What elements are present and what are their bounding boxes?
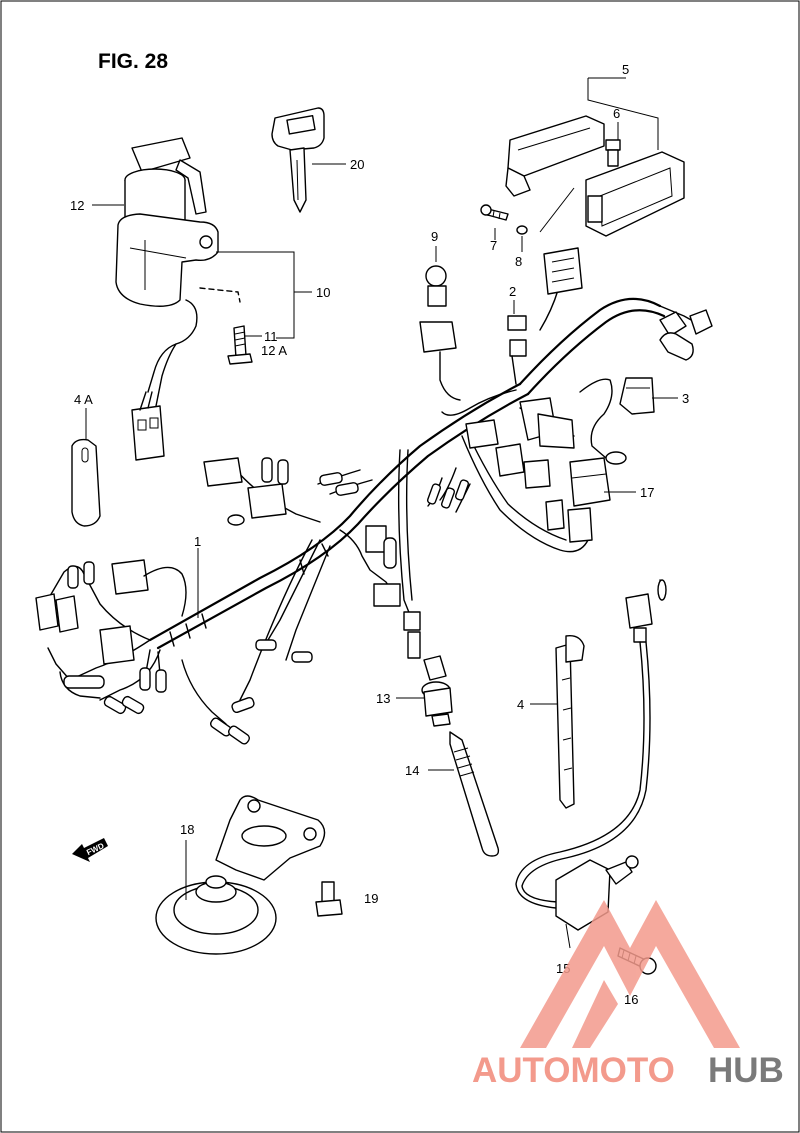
horn-18: [155, 795, 326, 955]
bolt-19: [315, 881, 343, 917]
callout-17: 17: [640, 485, 654, 500]
watermark-logo-icon: [520, 900, 740, 1048]
callout-14: 14: [405, 763, 419, 778]
leader-lines: [85, 122, 678, 900]
callout-20: 20: [350, 157, 364, 172]
connector-9: [419, 265, 457, 353]
callout-5: 5: [622, 62, 629, 77]
key-part: [271, 107, 325, 213]
fwd-arrow-icon: [72, 838, 108, 862]
leader-5: [587, 78, 659, 150]
callout-12: 12: [70, 198, 84, 213]
screw-7: [480, 204, 509, 221]
spring-14: [449, 731, 500, 857]
callout-11: 11: [264, 329, 278, 344]
callout-12a: 12 A: [261, 343, 287, 358]
callout-labels: 1 2 3 4 4 A 5 6 7 8 9 10 11 12 A 12 13 1…: [70, 62, 689, 1007]
fwd-label: FWD: [85, 841, 106, 857]
connector-2: [507, 315, 527, 357]
washer-8: [516, 225, 528, 235]
callout-7: 7: [490, 238, 497, 253]
callout-19: 19: [364, 891, 378, 906]
figure-title: FIG. 28: [98, 50, 168, 73]
callout-3: 3: [682, 391, 689, 406]
switch-13: [421, 655, 453, 727]
sidestand-switch-15: [515, 579, 667, 949]
callout-9: 9: [431, 229, 438, 244]
callout-4a: 4 A: [74, 392, 93, 407]
callout-18: 18: [180, 822, 194, 837]
ignition-switch-part: [115, 137, 241, 461]
leader-10: [216, 251, 295, 339]
cap-3: [619, 377, 655, 415]
igniter-unit-part: [505, 115, 685, 237]
callout-6: 6: [613, 106, 620, 121]
callout-10: 10: [316, 285, 330, 300]
watermark-text-primary: AUTOMOTO: [472, 1051, 675, 1090]
cable-tie-4: [555, 635, 585, 809]
callout-4: 4: [517, 697, 524, 712]
callout-1: 1: [194, 534, 201, 549]
callout-2: 2: [509, 284, 516, 299]
watermark-text-secondary: HUB: [708, 1051, 784, 1090]
callout-8: 8: [515, 254, 522, 269]
bolt-11: [227, 325, 253, 365]
wiring-harness-1: [35, 247, 713, 745]
callout-16: 16: [624, 992, 638, 1007]
strap-4a: [71, 438, 101, 527]
callout-13: 13: [376, 691, 390, 706]
